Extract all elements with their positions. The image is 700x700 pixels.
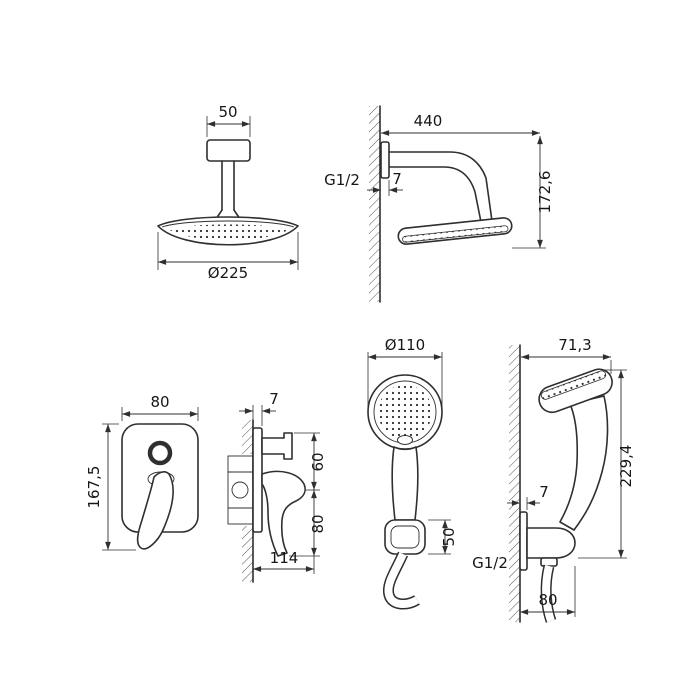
dim-mixer-side-offset: 7 [239,390,279,426]
view-mixer-front: 80 167,5 [85,393,199,551]
view-overhead-side: 440 172,6 7 G1/2 [324,105,554,303]
hand-shower-handle [391,446,419,521]
head-rim-seam [161,220,295,228]
hose-connector-nut [540,557,558,567]
shower-arm-top-edge [380,151,493,222]
wall-hatching [509,345,520,622]
dim-label-holder-height: 50 [440,527,458,546]
dim-label-bracket-width: 50 [218,103,237,121]
spray-face-profile [402,225,509,243]
dim-mixer-front-width: 80 [121,393,199,421]
dim-label-plate-width: 80 [150,393,169,411]
dim-overhead-side-wall-offset: 7 [367,170,403,196]
dim-label-hand-total-height: 229,4 [617,445,635,488]
dim-label-mixer-height: 167,5 [85,466,103,509]
dim-label-holder-width: 80 [538,591,557,609]
dim-label-plate-offset: 7 [269,390,279,408]
view-overhead-front: 50 Ø225 [157,103,299,282]
wall-holder-side [526,527,576,559]
valve-cartridge [231,481,249,499]
dim-overhead-front-width: 50 [206,103,251,137]
dim-label-arm-length: 440 [414,112,443,130]
wall-hatching-lower [242,526,253,582]
mixer-lever-handle [136,471,174,550]
spray-mode-button [397,435,413,445]
dim-label-head-diameter: Ø225 [208,264,248,282]
wall-hatching-upper [242,420,253,454]
dim-hand-side-offset: 7 [507,483,549,510]
dim-hand-side-holder-width: 80 [520,566,576,617]
thread-label-hand-shower: G1/2 [472,554,508,572]
dim-mixer-side-depth: 114 [253,549,315,574]
dim-overhead-side-drop-height: 172,6 [512,136,554,249]
dim-hand-side-reach: 71,3 [521,336,612,374]
shower-hose-fill [542,565,555,623]
dim-mixer-side-upper: 60 [294,432,327,491]
dim-hand-front-diameter: Ø110 [367,336,443,408]
shower-arm-bottom-edge [380,166,482,223]
thread-label-overhead: G1/2 [324,171,360,189]
view-hand-front: Ø110 50 [367,336,458,610]
lever-handle-profile [261,470,306,557]
shower-hose-fill [384,552,420,608]
dim-mixer-front-height: 167,5 [85,423,136,551]
dim-label-drop-height: 172,6 [536,171,554,214]
ceiling-bracket [206,139,251,162]
hand-shower-handle-profile [559,395,609,531]
arm-escutcheon-plate [380,141,390,179]
wall-holder-front [384,519,426,555]
diverter-knob-profile [261,432,293,460]
dim-hand-front-holder: 50 [428,519,458,555]
holder-inner-detail [390,525,420,549]
hand-shower-head-profile [538,368,613,414]
wall-hatching [369,106,380,302]
dim-label-hand-diameter: Ø110 [385,336,425,354]
spray-nozzle-face [168,224,290,241]
dim-overhead-side-arm-length: 440 [381,112,540,136]
trim-plate-profile [252,427,263,533]
dim-label-reach: 71,3 [558,336,591,354]
dim-label-hand-plate-offset: 7 [539,483,549,501]
rain-shower-head-side [397,217,513,245]
view-hand-side: 71,3 229,4 7 G1/2 80 [472,336,635,623]
view-mixer-side: 7 60 80 114 [227,390,327,583]
dim-mixer-side-lower: 80 [289,490,327,557]
holder-wall-plate [519,511,528,571]
dim-label-upper-height: 60 [309,452,327,471]
dim-overhead-front-diameter: Ø225 [157,232,299,282]
diverter-knob [147,440,173,466]
hand-shower-nozzles [378,385,432,439]
dim-label-total-depth: 114 [270,549,299,567]
dim-hand-side-height: 229,4 [578,369,635,559]
dim-label-lower-height: 80 [309,514,327,533]
dim-label-wall-offset: 7 [392,170,402,188]
spray-face-band [540,370,607,400]
